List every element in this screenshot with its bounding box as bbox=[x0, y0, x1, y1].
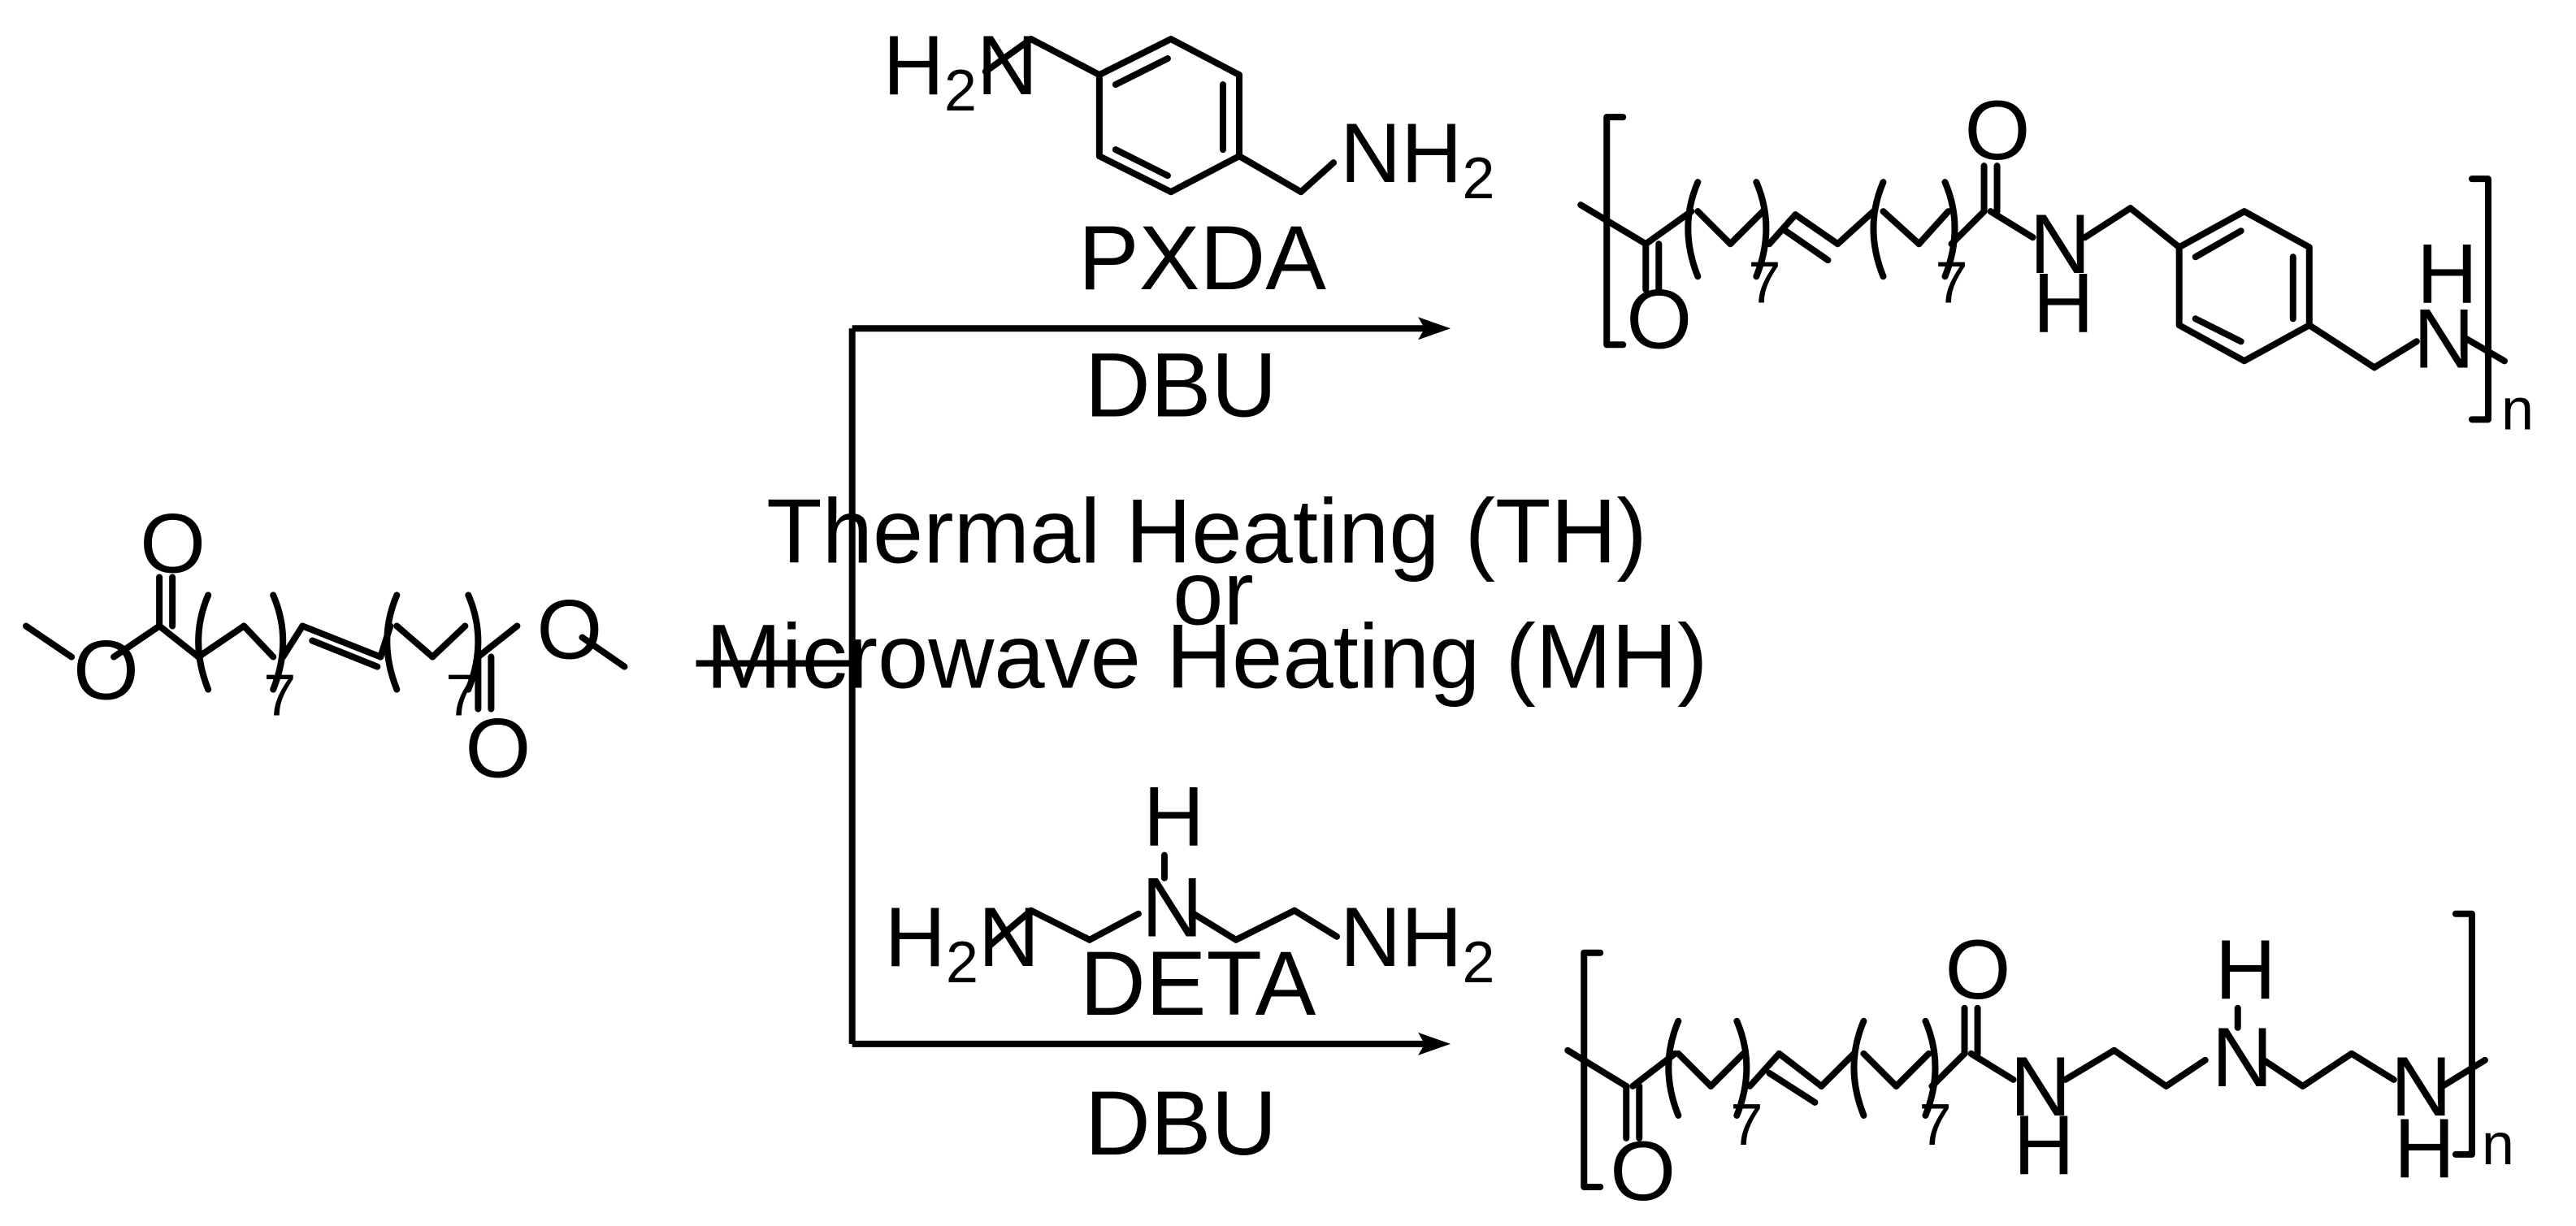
p2-amide-h: H bbox=[2014, 1098, 2075, 1193]
reagent-deta-structure: H N H2N NH2 bbox=[885, 770, 1495, 995]
p2-carbonyl-oxygen-right: O bbox=[1945, 923, 2011, 1017]
starting-material-diester: O O 7 7 O O bbox=[23, 496, 628, 796]
p2-amine-h: H bbox=[2394, 1102, 2455, 1196]
reagent-pxda-label: PXDA bbox=[1078, 207, 1326, 309]
condition-thermal: Thermal Heating (TH) bbox=[766, 480, 1647, 582]
p2-repeat-right: 7 bbox=[1919, 1093, 1951, 1158]
repeat-subscript-right: 7 bbox=[445, 664, 478, 729]
deta-top-h: H bbox=[1143, 770, 1204, 864]
reagent-deta-label: DETA bbox=[1080, 933, 1316, 1034]
p1-carbonyl-oxygen-right: O bbox=[1965, 84, 2031, 178]
p1-amine-h: H bbox=[2417, 227, 2478, 321]
ester-oxygen-left: O bbox=[73, 624, 139, 718]
carbonyl-oxygen-left: O bbox=[140, 496, 206, 591]
catalyst-top-label: DBU bbox=[1085, 334, 1277, 435]
p2-amide-n: N bbox=[2010, 1040, 2071, 1134]
deta-center-n: N bbox=[1142, 861, 1203, 955]
p2-polymer-n: n bbox=[2482, 1112, 2514, 1177]
pxda-nh2: NH2 bbox=[1340, 106, 1494, 211]
p1-carbonyl-oxygen-left: O bbox=[1626, 272, 1692, 366]
product-pxda-polyamide: O 7 7 O N H H N n bbox=[1577, 84, 2534, 442]
reaction-arrows bbox=[696, 317, 1451, 1055]
p1-polymer-n: n bbox=[2501, 377, 2534, 442]
condition-microwave: Microwave Heating (MH) bbox=[705, 606, 1707, 708]
repeat-subscript-left: 7 bbox=[263, 664, 296, 729]
p1-repeat-right: 7 bbox=[1936, 250, 1968, 315]
catalyst-bottom-label: DBU bbox=[1085, 1072, 1277, 1174]
carbonyl-oxygen-right: O bbox=[465, 702, 531, 796]
deta-nh2: NH2 bbox=[1340, 890, 1494, 995]
reagent-pxda-structure: H2N NH2 bbox=[883, 19, 1495, 211]
p1-amide-h: H bbox=[2033, 256, 2094, 350]
ester-oxygen-right: O bbox=[536, 583, 602, 678]
condition-or: or bbox=[1173, 543, 1254, 644]
p1-amide-n: N bbox=[2030, 197, 2091, 292]
p1-repeat-left: 7 bbox=[1748, 250, 1780, 315]
product-deta-polyamide: O 7 7 O N H H N N H n bbox=[1564, 910, 2514, 1219]
deta-h2n: H2N bbox=[885, 890, 1039, 995]
p2-carbonyl-oxygen-left: O bbox=[1610, 1124, 1676, 1219]
p2-repeat-left: 7 bbox=[1730, 1093, 1763, 1158]
pxda-h2n-h: H2N bbox=[883, 19, 1038, 123]
p2-central-h: H bbox=[2215, 923, 2276, 1017]
